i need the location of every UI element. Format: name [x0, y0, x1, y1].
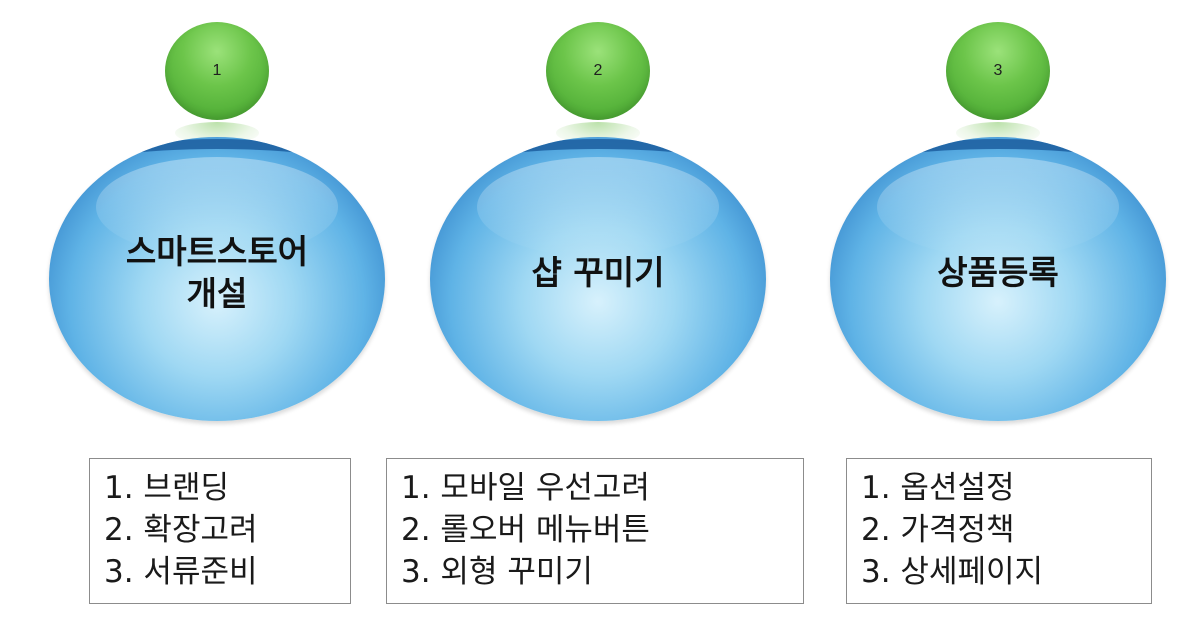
- step-3: 3 상품등록 1. 옵션설정 2. 가격정책 3. 상세페이지: [828, 0, 1168, 625]
- step-number: 3: [993, 62, 1003, 79]
- step-oval: 스마트스토어 개설: [49, 137, 385, 421]
- task-item: 3. 상세페이지: [861, 554, 1044, 590]
- step-oval: 샵 꾸미기: [430, 137, 766, 421]
- step-number: 1: [212, 62, 222, 79]
- task-item: 2. 롤오버 메뉴버튼: [401, 512, 650, 548]
- task-item: 3. 서류준비: [104, 554, 258, 590]
- task-item: 2. 확장고려: [104, 512, 258, 548]
- step-number-badge: 1: [165, 22, 269, 120]
- step-2: 2 샵 꾸미기 1. 모바일 우선고려 2. 롤오버 메뉴버튼 3. 외형 꾸미…: [386, 0, 804, 625]
- oval-rim: [75, 139, 359, 199]
- step-number-badge: 2: [546, 22, 650, 120]
- task-item: 1. 모바일 우선고려: [401, 470, 650, 506]
- step-task-list: 1. 모바일 우선고려 2. 롤오버 메뉴버튼 3. 외형 꾸미기: [386, 458, 804, 604]
- step-title: 상품등록: [937, 253, 1059, 292]
- step-title: 샵 꾸미기: [531, 253, 665, 292]
- task-item: 3. 외형 꾸미기: [401, 554, 593, 590]
- step-oval: 상품등록: [830, 137, 1166, 421]
- step-task-list: 1. 옵션설정 2. 가격정책 3. 상세페이지: [846, 458, 1152, 604]
- step-title: 스마트스토어 개설: [125, 232, 309, 313]
- oval-rim: [456, 139, 740, 199]
- task-item: 1. 브랜딩: [104, 470, 229, 506]
- step-task-list: 1. 브랜딩 2. 확장고려 3. 서류준비: [89, 458, 351, 604]
- task-item: 1. 옵션설정: [861, 470, 1015, 506]
- task-item: 2. 가격정책: [861, 512, 1015, 548]
- step-number: 2: [593, 62, 603, 79]
- step-1: 1 스마트스토어 개설 1. 브랜딩 2. 확장고려 3. 서류준비: [47, 0, 387, 625]
- oval-rim: [856, 139, 1140, 199]
- step-number-badge: 3: [946, 22, 1050, 120]
